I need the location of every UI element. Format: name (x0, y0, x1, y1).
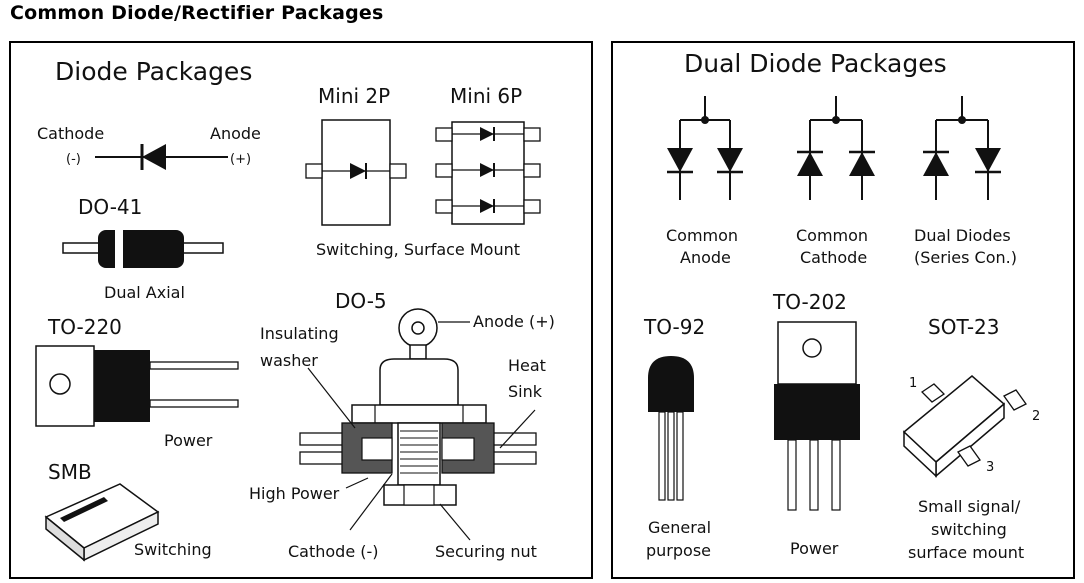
right-panel-frame (611, 41, 1075, 579)
common-anode-symbol (667, 96, 743, 200)
do5-package (299, 308, 537, 541)
page-title: Common Diode/Rectifier Packages (10, 2, 384, 24)
common-cathode-symbol (797, 96, 875, 200)
left-panel-heading: Diode Packages (55, 57, 252, 86)
common-anode-line2: Anode (680, 248, 731, 267)
common-anode-line1: Common (666, 226, 738, 245)
to92-caption-line2: purpose (646, 541, 711, 560)
do41-axial-diode (62, 230, 224, 268)
sot23-label: SOT-23 (928, 315, 999, 339)
sot23-package (902, 375, 1027, 478)
left-panel-frame (9, 41, 593, 579)
to220-package (35, 345, 239, 427)
mini6p-label: Mini 6P (450, 84, 522, 108)
do41-label: DO-41 (78, 195, 142, 219)
common-cathode-line2: Cathode (800, 248, 867, 267)
mini2p-package (305, 119, 407, 226)
do5-label: DO-5 (335, 289, 387, 313)
to92-caption-line1: General (648, 518, 711, 537)
to202-label: TO-202 (772, 290, 847, 314)
anode-label: Anode (210, 124, 261, 143)
common-cathode-line1: Common (796, 226, 868, 245)
mini6p-package (435, 121, 541, 225)
sot23-pin2: 2 (1032, 409, 1040, 424)
sot23-pin3: 3 (986, 460, 994, 475)
do5-anode-label: Anode (+) (473, 312, 555, 331)
to220-label: TO-220 (47, 315, 122, 339)
diode-symbol (95, 144, 228, 170)
do5-high-power-label: High Power (249, 484, 340, 503)
to202-package (774, 321, 860, 511)
cathode-sign: (-) (66, 152, 81, 167)
sot23-caption-line1: Small signal/ (918, 497, 1021, 516)
mini2p-label: Mini 2P (318, 84, 390, 108)
do5-nut-label: Securing nut (435, 542, 537, 561)
do5-washer-label: washer (260, 351, 318, 370)
do41-caption: Dual Axial (104, 283, 185, 302)
right-panel-heading: Dual Diode Packages (684, 49, 947, 78)
sot23-caption-line3: surface mount (908, 543, 1024, 562)
to92-label: TO-92 (643, 315, 705, 339)
cathode-label: Cathode (37, 124, 104, 143)
to92-package (648, 356, 694, 501)
sot23-pin1: 1 (909, 376, 917, 391)
do5-sink-label: Sink (508, 382, 543, 401)
do5-heat-label: Heat (508, 356, 546, 375)
dual-series-line1: Dual Diodes (914, 226, 1011, 245)
smb-package (44, 483, 160, 562)
smb-label: SMB (48, 460, 92, 484)
dual-series-line2: (Series Con.) (914, 248, 1017, 267)
do5-insulating-label: Insulating (260, 324, 339, 343)
to202-caption: Power (790, 539, 839, 558)
do5-cathode-label: Cathode (-) (288, 542, 379, 561)
mini-caption: Switching, Surface Mount (316, 240, 520, 259)
sot23-caption-line2: switching (931, 520, 1007, 539)
smb-caption: Switching (134, 540, 212, 559)
to220-caption: Power (164, 431, 213, 450)
dual-series-symbol (923, 96, 1001, 200)
anode-sign: (+) (230, 152, 251, 167)
